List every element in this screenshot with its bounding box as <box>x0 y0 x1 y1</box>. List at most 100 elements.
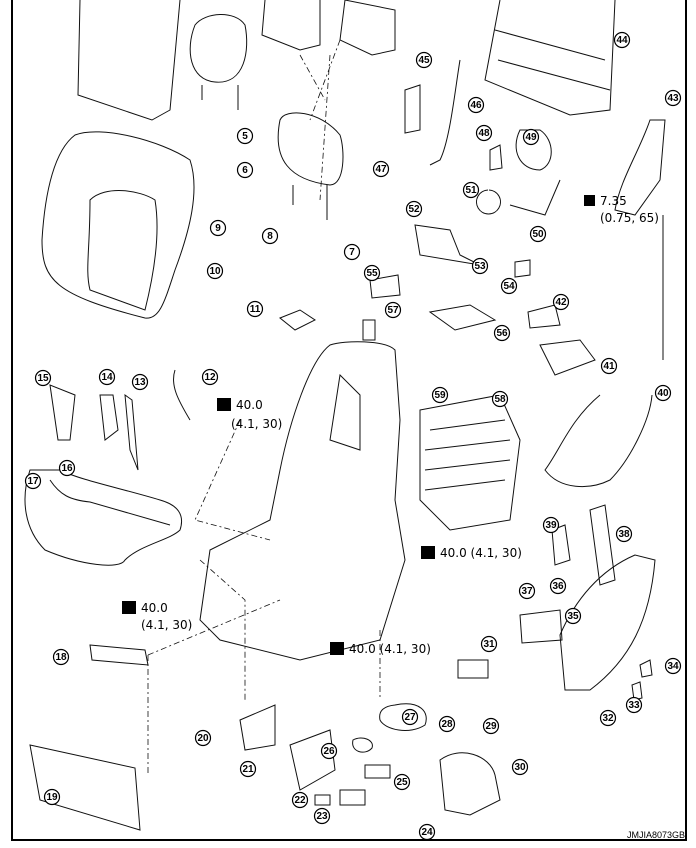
callout-circle <box>206 262 224 280</box>
callout-45: 45 <box>415 51 433 69</box>
callout-number: 59 <box>434 390 446 401</box>
callout-number: 44 <box>616 35 628 46</box>
callout-number: 30 <box>514 762 526 773</box>
callout-circle <box>625 696 643 714</box>
callout-27: 27 <box>401 708 419 726</box>
callout-circle <box>475 124 493 142</box>
callout-39: 39 <box>542 516 560 534</box>
torque-label-7-35: 7.35 (0.75, 65) <box>584 194 659 225</box>
callout-14: 14 <box>98 368 116 386</box>
callout-20: 20 <box>194 729 212 747</box>
callout-circle <box>131 373 149 391</box>
callout-circle <box>201 368 219 386</box>
callout-number: 47 <box>375 164 387 175</box>
callout-23: 23 <box>313 807 331 825</box>
callout-number: 41 <box>603 361 615 372</box>
callout-circle <box>564 607 582 625</box>
callout-circle <box>511 758 529 776</box>
callout-number: 51 <box>465 185 477 196</box>
callout-circle <box>43 788 61 806</box>
callout-number: 54 <box>503 281 515 292</box>
callout-34: 34 <box>664 657 682 675</box>
callout-7: 7 <box>343 243 361 261</box>
callout-circle <box>480 635 498 653</box>
callout-number: 24 <box>421 827 433 838</box>
callout-circle <box>615 525 633 543</box>
callout-number: 55 <box>366 268 378 279</box>
seatback-board <box>484 0 616 116</box>
seatback-side-trim <box>614 119 666 360</box>
torque-label-40-upper: 40.0 (4.1, 30) <box>217 398 282 431</box>
callout-number: 40 <box>657 388 669 399</box>
seatback-rear-panel <box>77 0 181 121</box>
torque-value: 40.0 <box>236 398 263 412</box>
callout-17: 17 <box>24 472 42 490</box>
callout-number: 42 <box>555 297 567 308</box>
callout-number: 28 <box>441 719 453 730</box>
callout-circle <box>384 301 402 319</box>
callout-circle <box>236 127 254 145</box>
callout-5: 5 <box>236 127 254 145</box>
callout-21: 21 <box>239 760 257 778</box>
callout-number: 56 <box>496 328 508 339</box>
callout-circle <box>493 324 511 342</box>
callout-33: 33 <box>625 696 643 714</box>
torque-value: 40.0 <box>141 601 168 615</box>
callout-36: 36 <box>549 577 567 595</box>
callout-number: 26 <box>323 746 335 757</box>
callout-group: 5678910111213141516171819202122232425262… <box>24 31 682 841</box>
torque-spec: (4.1, 30) <box>231 417 282 431</box>
callout-number: 57 <box>387 305 399 316</box>
callout-59: 59 <box>431 386 449 404</box>
figure-code: JMJIA8073GB <box>627 830 685 840</box>
callout-number: 5 <box>242 131 248 142</box>
monitor-unit <box>261 0 321 51</box>
callout-number: 7 <box>349 247 355 258</box>
callout-47: 47 <box>372 160 390 178</box>
callout-43: 43 <box>664 89 682 107</box>
front-cover <box>29 744 141 831</box>
callout-31: 31 <box>480 635 498 653</box>
callout-circle <box>246 300 264 318</box>
callout-24: 24 <box>418 823 436 841</box>
callout-15: 15 <box>34 369 52 387</box>
parts-22-23-25 <box>314 764 391 806</box>
callout-circle <box>418 823 436 841</box>
seat-cushion <box>24 469 183 566</box>
callout-52: 52 <box>405 200 423 218</box>
callout-number: 38 <box>618 529 630 540</box>
monitor-housing <box>339 0 396 56</box>
callout-circle <box>24 472 42 490</box>
callout-38: 38 <box>615 525 633 543</box>
callout-circle <box>462 181 480 199</box>
callout-circle <box>372 160 390 178</box>
callout-56: 56 <box>493 324 511 342</box>
callout-22: 22 <box>291 791 309 809</box>
callout-circle <box>239 760 257 778</box>
callout-circle <box>664 657 682 675</box>
callout-number: 33 <box>628 700 640 711</box>
torque-label-40-lower: 40.0 (4.1, 30) <box>330 642 431 656</box>
callout-number: 36 <box>552 581 564 592</box>
callout-number: 49 <box>525 132 537 143</box>
callout-circle <box>549 577 567 595</box>
torque-value: 40.0 (4.1, 30) <box>349 642 431 656</box>
cushion-part-45 <box>404 84 421 134</box>
callout-number: 20 <box>197 733 209 744</box>
callout-circle <box>343 243 361 261</box>
callout-37: 37 <box>518 582 536 600</box>
headrest-rear <box>189 14 248 110</box>
callout-number: 17 <box>27 476 39 487</box>
callout-6: 6 <box>236 161 254 179</box>
callout-circle <box>98 368 116 386</box>
seat-base-bracket <box>439 752 501 816</box>
callout-circle <box>664 89 682 107</box>
callout-circle <box>363 264 381 282</box>
callout-circle <box>415 51 433 69</box>
callout-circle <box>600 357 618 375</box>
callout-circle <box>236 161 254 179</box>
callout-58: 58 <box>491 390 509 408</box>
callout-18: 18 <box>52 648 70 666</box>
callout-number: 16 <box>61 463 73 474</box>
callout-number: 53 <box>474 261 486 272</box>
